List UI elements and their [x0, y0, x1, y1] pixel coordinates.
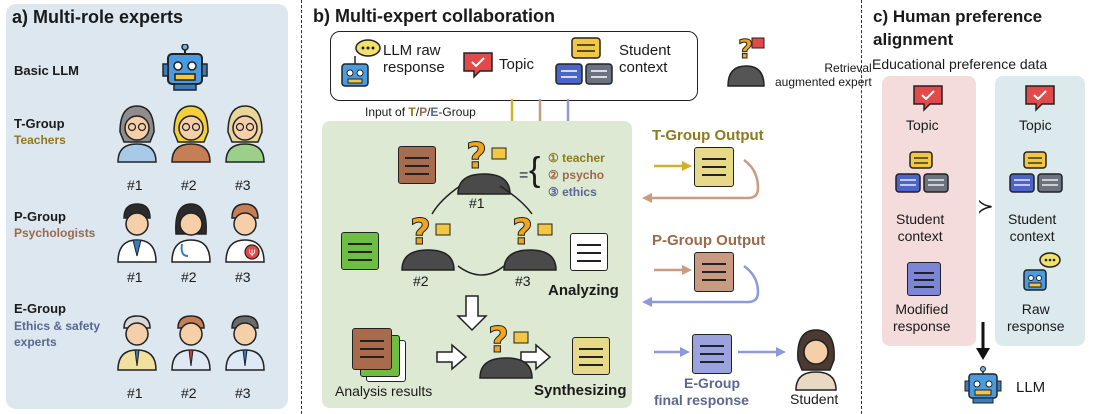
equals-sign: =	[519, 167, 529, 184]
t-group-output-label: T-Group Output	[652, 127, 764, 144]
document-icon	[352, 328, 392, 370]
analyzing-label: Analyzing	[548, 282, 619, 299]
robot-icon	[336, 38, 382, 94]
panel-c-subtitle: Educational preference data	[872, 56, 1048, 72]
e-group-role-line2: experts	[14, 335, 57, 349]
document-icon	[907, 262, 941, 296]
retrieval-expert-label: Retrieval augmented expert	[775, 61, 872, 89]
expert-node-icon: ?	[474, 318, 538, 380]
student-context-icon	[1008, 150, 1068, 198]
panel-a-title: a) Multi-role experts	[12, 7, 184, 27]
llm-label: LLM	[1016, 379, 1046, 396]
document-icon	[694, 147, 734, 187]
expert-list-item: ③ ethics	[548, 185, 597, 199]
teacher-icon	[168, 102, 214, 164]
preferred-sample-panel	[882, 76, 976, 346]
robot-icon	[160, 44, 210, 94]
teacher-icon	[222, 102, 268, 164]
topic-label: Topic	[499, 56, 535, 73]
panel-divider	[301, 0, 302, 414]
expert-list-item: ① teacher	[548, 151, 605, 165]
panel-b-title: b) Multi-expert collaboration	[313, 6, 556, 26]
panel-divider	[861, 0, 862, 414]
preference-symbol: ≻	[977, 196, 994, 218]
t-group-label: T-Group	[14, 116, 65, 131]
node-label: #3	[515, 273, 531, 289]
expert-node-icon: ?	[452, 134, 516, 196]
student-context-icon	[894, 150, 954, 198]
index-label: #3	[235, 269, 251, 285]
student-context-label: Student context	[896, 211, 945, 244]
document-icon	[692, 334, 732, 374]
psychologist-icon	[168, 200, 214, 264]
ethics-expert-icon	[222, 312, 268, 372]
index-label: #1	[127, 269, 143, 285]
expert-node-icon: ?	[396, 212, 460, 272]
document-icon	[341, 232, 379, 270]
ethics-expert-icon	[114, 312, 160, 372]
index-label: #1	[127, 177, 143, 193]
index-label: #1	[127, 385, 143, 401]
student-context-label: Student context	[619, 42, 671, 77]
llm-raw-response-label: LLM raw response	[383, 42, 445, 77]
topic-icon	[912, 84, 944, 112]
topic-label: Topic	[906, 117, 939, 133]
svg-text:?: ?	[512, 212, 533, 253]
student-context-label: Student context	[1008, 211, 1057, 244]
index-label: #3	[235, 385, 251, 401]
panel-c-title-line1: c) Human preference	[873, 7, 1043, 26]
index-label: #2	[181, 269, 197, 285]
psychologist-icon	[114, 200, 160, 264]
node-label: #2	[413, 273, 429, 289]
synthesizing-label: Synthesizing	[534, 382, 627, 399]
document-icon	[570, 233, 608, 271]
p-group-output-label: P-Group Output	[652, 232, 766, 249]
index-label: #3	[235, 177, 251, 193]
robot-icon	[1018, 252, 1062, 294]
t-group-role: Teachers	[14, 133, 66, 147]
e-group-role-line1: Ethics & safety	[14, 319, 101, 333]
e-group-final-line1: E-Group	[684, 375, 740, 391]
p-group-role: Psychologists	[14, 226, 96, 240]
student-label: Student	[790, 391, 839, 407]
topic-label: Topic	[1019, 117, 1052, 133]
svg-text:?: ?	[488, 320, 509, 361]
svg-text:?: ?	[738, 35, 753, 65]
rejected-sample-panel	[995, 76, 1085, 346]
document-icon	[398, 146, 436, 184]
topic-icon	[462, 51, 494, 79]
input-of-group-label: Input of T/P/E-Group	[365, 105, 476, 119]
robot-icon	[961, 366, 1005, 406]
expert-list-item: ② psycho	[548, 168, 605, 182]
svg-text:Ψ: Ψ	[248, 249, 255, 259]
teacher-icon	[114, 102, 160, 164]
node-label: #1	[469, 195, 485, 211]
index-label: #2	[181, 385, 197, 401]
document-icon	[572, 337, 610, 375]
topic-icon	[1024, 84, 1056, 112]
e-group-final-line2: final response	[654, 392, 749, 408]
ethics-expert-icon	[168, 312, 214, 372]
retrieval-expert-icon: ?	[722, 32, 770, 88]
raw-response-label: Raw response	[1007, 301, 1065, 334]
svg-text:?: ?	[466, 136, 487, 177]
psychologist-icon: Ψ	[222, 200, 268, 264]
expert-node-icon: ?	[498, 212, 562, 272]
modified-response-label: Modified response	[893, 301, 951, 334]
index-label: #2	[181, 177, 197, 193]
analysis-results-label: Analysis results	[335, 383, 433, 399]
p-group-label: P-Group	[14, 209, 66, 224]
panel-c-title-line2: alignment	[873, 30, 954, 49]
basic-llm-label: Basic LLM	[14, 63, 80, 78]
brace-icon: {	[529, 151, 541, 189]
input-box	[330, 31, 698, 101]
e-group-label: E-Group	[14, 301, 66, 316]
student-context-icon	[554, 36, 614, 94]
document-icon	[694, 252, 734, 292]
svg-text:?: ?	[410, 212, 431, 253]
student-icon	[790, 326, 842, 392]
